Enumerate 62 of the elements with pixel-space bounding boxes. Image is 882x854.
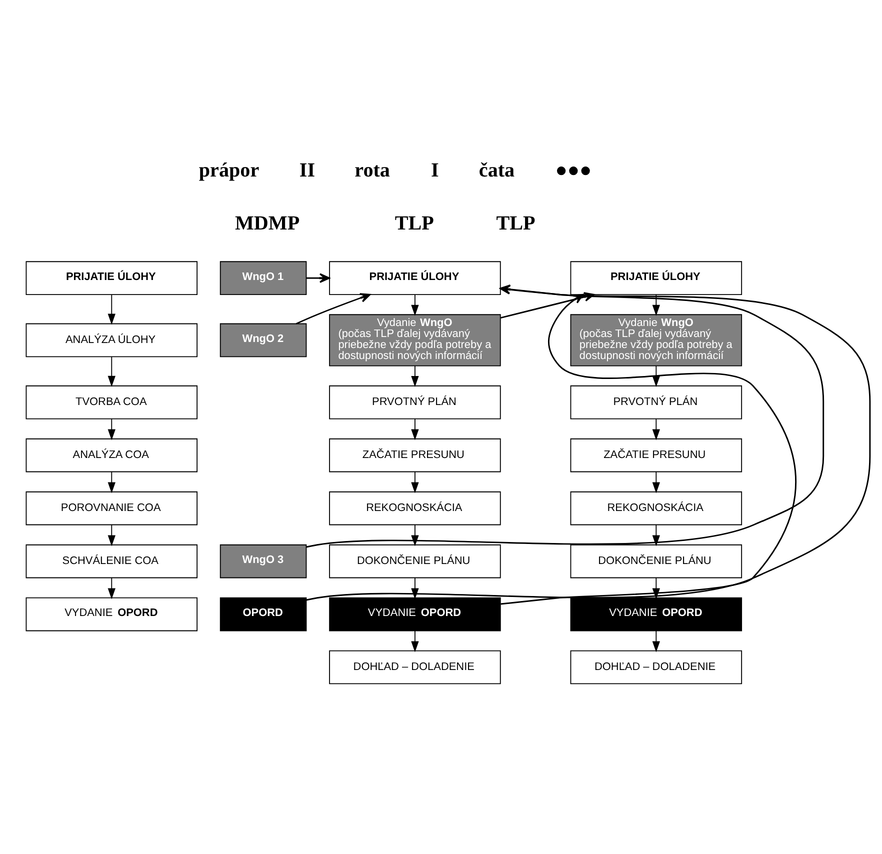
arrow xyxy=(108,524,116,546)
node-box: Vydanie WngO (počas TLP ďalej vydávaný priebežne vždy podľa potreby a dostupnosti nových informácií xyxy=(570,314,742,366)
node-box: REKOGNOSKÁCIA xyxy=(329,491,501,526)
arrow xyxy=(108,356,116,387)
arrow xyxy=(652,577,660,600)
node-box: ANALÝZA COA xyxy=(26,438,198,472)
label: I xyxy=(430,159,439,182)
node-box: VYDANIE OPORD xyxy=(26,597,198,632)
arrow xyxy=(296,293,371,324)
arrow xyxy=(411,366,419,387)
node-box: SCHVÁLENIE COA xyxy=(26,544,198,578)
node-box: TVORBA COA xyxy=(26,385,198,420)
label: MDMP xyxy=(234,212,300,234)
arrow xyxy=(652,471,660,494)
node-box: ZAČATIE PRESUNU xyxy=(570,438,742,472)
node-box: REKOGNOSKÁCIA xyxy=(570,491,742,526)
arrow xyxy=(652,366,660,387)
node-box: PRVOTNÝ PLÁN xyxy=(570,385,742,420)
node-box: VYDANIE OPORD xyxy=(329,597,501,632)
arrow xyxy=(652,630,660,652)
arrow xyxy=(500,294,797,605)
arrow xyxy=(652,294,660,316)
node-box: Vydanie WngO (počas TLP ďalej vydávaný priebežne vždy podľa potreby a dostupnosti nových informácií xyxy=(329,314,501,366)
arrow xyxy=(108,577,116,600)
arrow xyxy=(306,273,330,283)
label: prápor xyxy=(198,159,260,182)
arrow xyxy=(652,524,660,546)
arrow xyxy=(108,471,116,494)
node-box: VYDANIE OPORD xyxy=(570,597,742,632)
arrow xyxy=(306,284,824,548)
arrow xyxy=(411,630,419,652)
label: čata xyxy=(478,159,515,182)
label: ●●● xyxy=(555,159,592,182)
arrow xyxy=(652,418,660,440)
arrow xyxy=(108,418,116,440)
arrow xyxy=(411,294,419,316)
arrow xyxy=(108,294,116,325)
label: TLP xyxy=(496,212,536,234)
node-box: WngO 2 xyxy=(220,323,307,358)
node-box: DOKONČENIE PLÁNU xyxy=(329,544,501,578)
label: II xyxy=(299,159,316,182)
arrow xyxy=(411,524,419,546)
node-box: ZAČATIE PRESUNU xyxy=(329,438,501,472)
node-box: OPORD xyxy=(220,597,307,632)
node-box: DOHĽAD – DOLADENIE xyxy=(570,650,742,684)
node-box: POROVNANIE COA xyxy=(26,491,198,526)
arrow xyxy=(411,471,419,494)
node-box: PRIJATIE ÚLOHY xyxy=(570,261,742,295)
arrow xyxy=(411,418,419,440)
label: rota xyxy=(354,159,390,182)
node-box: WngO 1 xyxy=(220,261,307,295)
node-box: PRIJATIE ÚLOHY xyxy=(26,261,198,295)
arrow xyxy=(411,577,419,600)
node-box: WngO 3 xyxy=(220,544,307,578)
node-box: PRVOTNÝ PLÁN xyxy=(329,385,501,420)
label: TLP xyxy=(394,212,434,234)
node-box: DOKONČENIE PLÁNU xyxy=(570,544,742,578)
arrow xyxy=(306,284,871,601)
node-box: DOHĽAD – DOLADENIE xyxy=(329,650,501,684)
node-box: PRIJATIE ÚLOHY xyxy=(329,261,501,295)
node-box: ANALÝZA ÚLOHY xyxy=(26,323,198,358)
arrow xyxy=(500,292,594,319)
